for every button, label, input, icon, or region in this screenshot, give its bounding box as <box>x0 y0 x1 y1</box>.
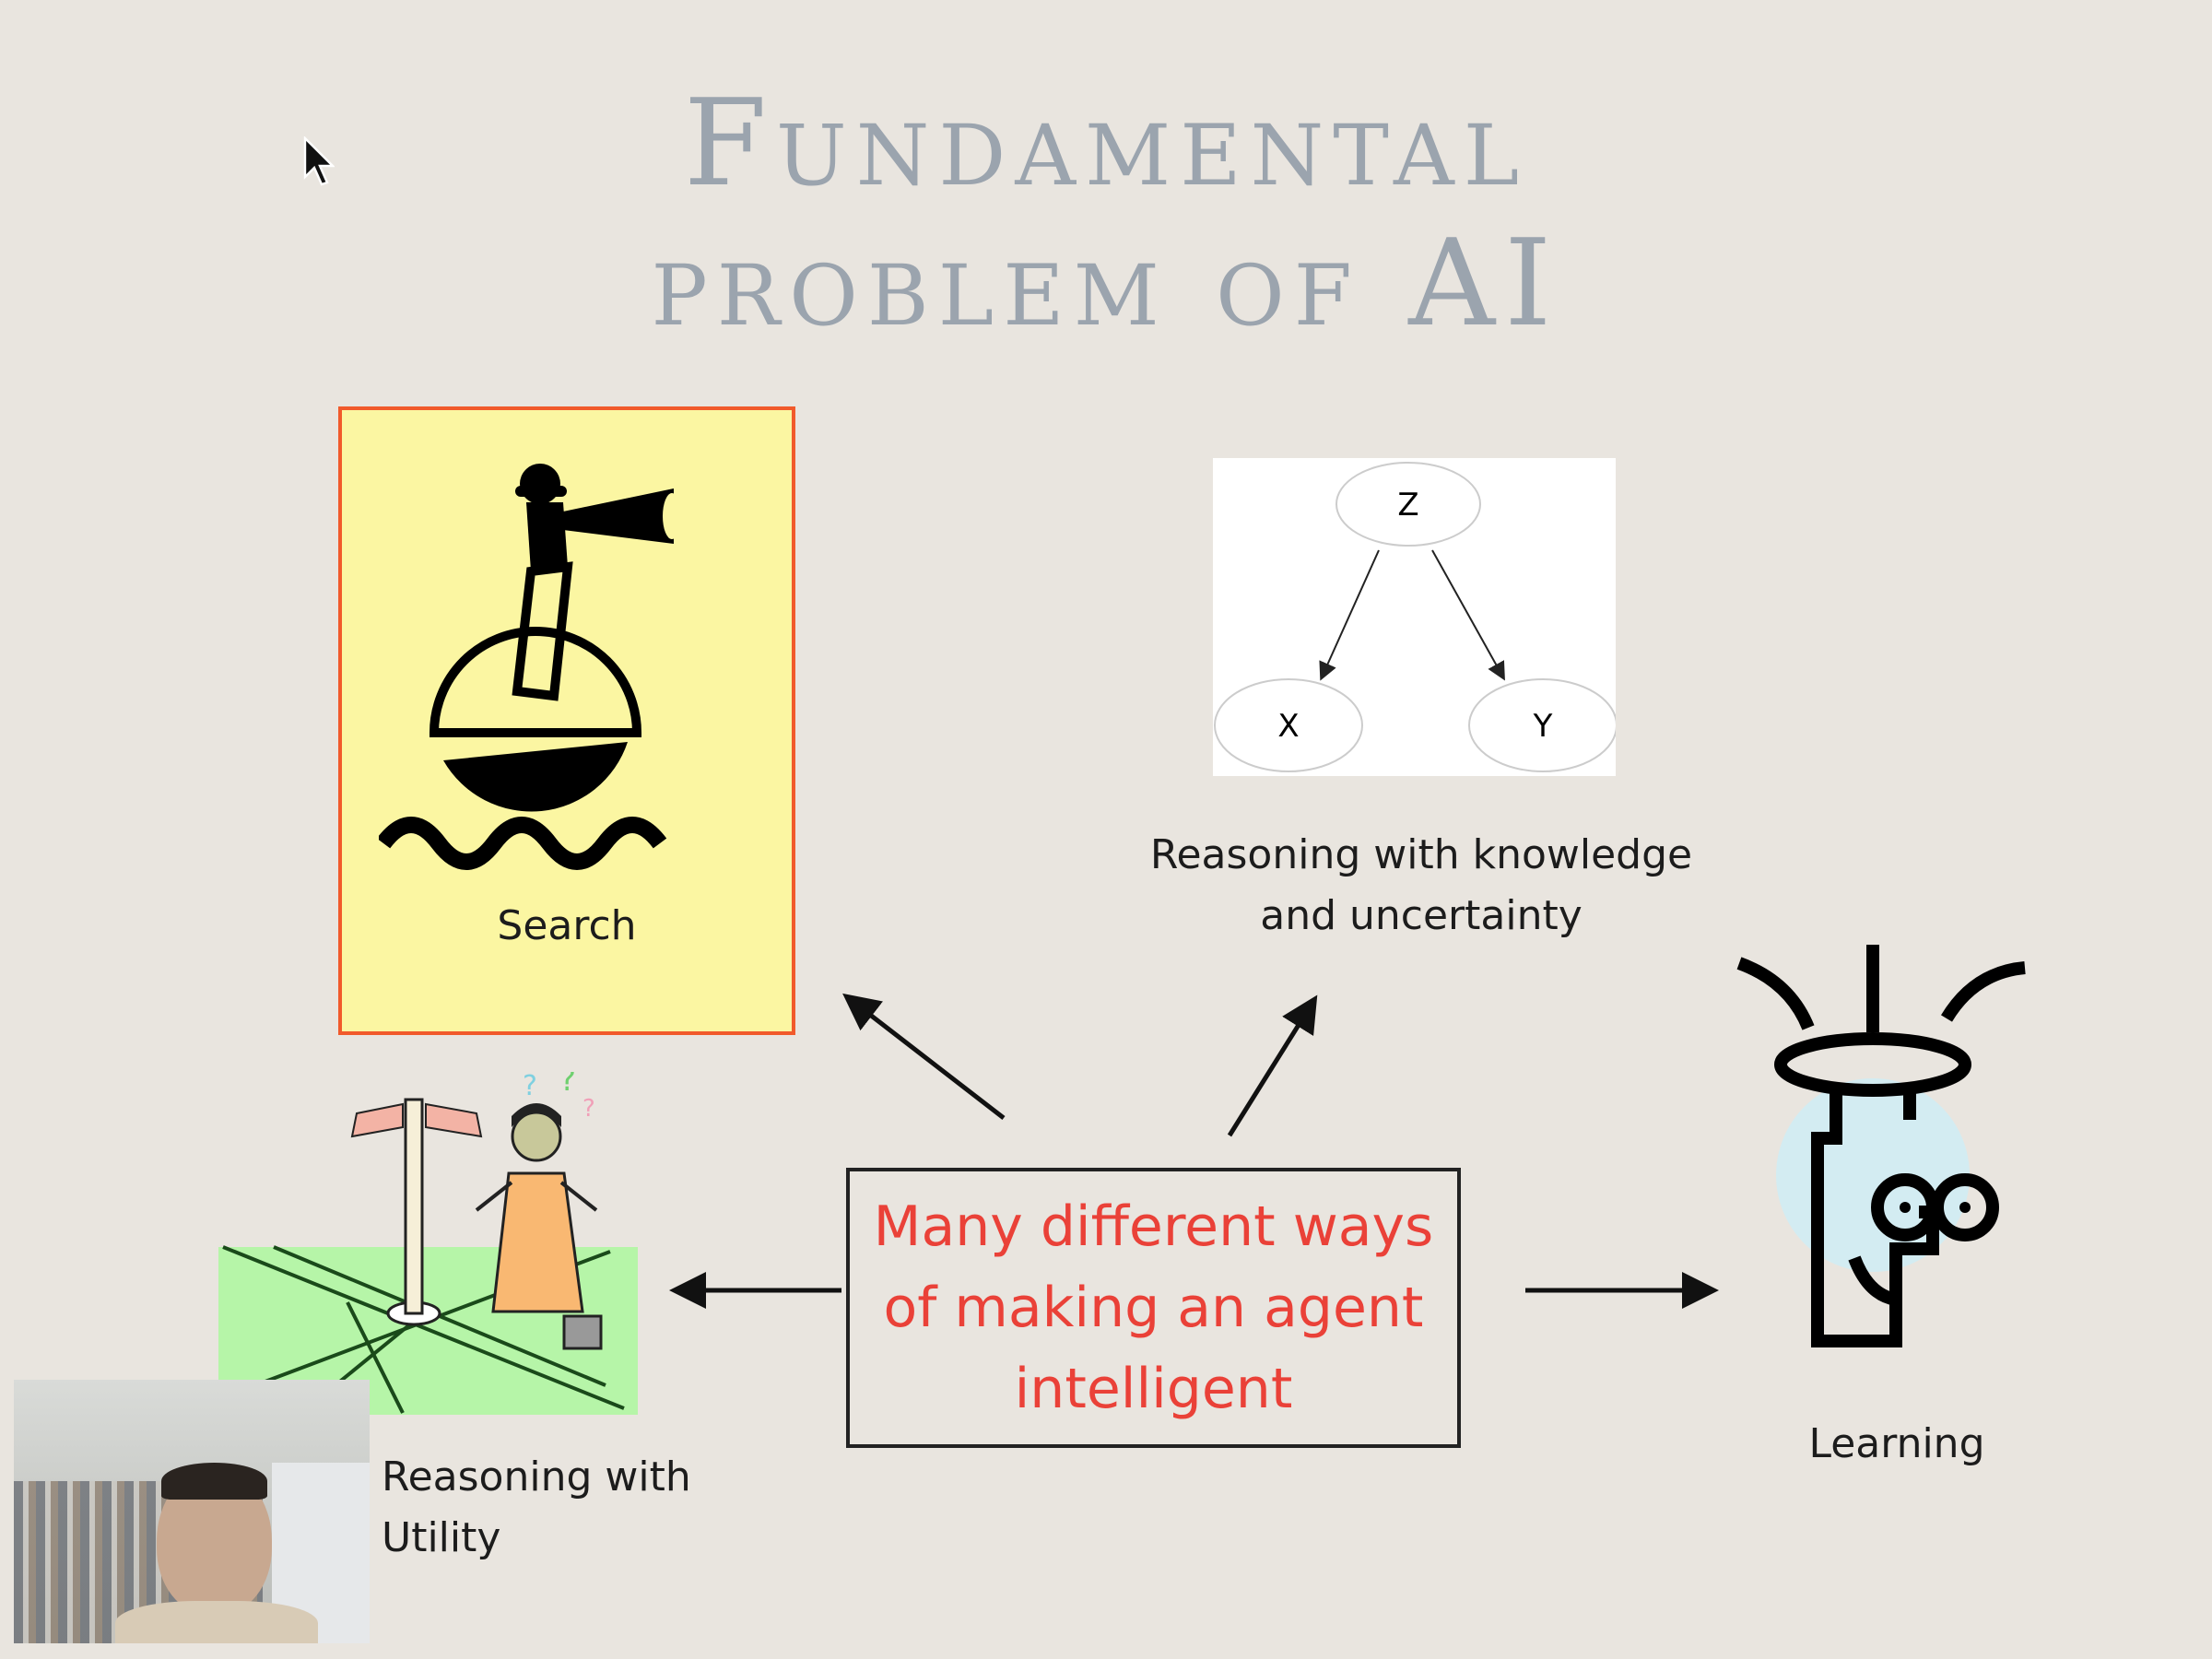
slide-title-line1: Fundamental <box>683 73 1529 213</box>
learning-label: Learning <box>1808 1420 1985 1467</box>
presenter-shirt <box>115 1601 318 1643</box>
slide-title-line2: problem of AI <box>651 213 1561 353</box>
center-text-line1: Many different ways <box>873 1194 1434 1259</box>
search-panel: Search <box>338 406 795 1035</box>
crossroads-decision-icon: ??? <box>218 1072 638 1415</box>
reasoning-knowledge-line2: and uncertainty <box>1260 892 1583 939</box>
utility-label-line1: Reasoning with <box>382 1453 691 1500</box>
svg-text:?: ? <box>582 1095 595 1123</box>
learning-head-icon <box>1736 945 2026 1347</box>
edge-z-y <box>1431 549 1505 681</box>
node-z <box>1335 462 1481 547</box>
presenter-hair <box>161 1463 267 1500</box>
bayes-network-diagram: Z X Y <box>1213 458 1618 776</box>
utility-label-line2: Utility <box>382 1514 501 1561</box>
arrow-to-reasoning-knowledge <box>1227 994 1318 1137</box>
center-text-line2: of making an agent <box>883 1276 1424 1340</box>
center-text-line3: intelligent <box>1014 1357 1293 1421</box>
presenter-webcam-video <box>14 1380 370 1643</box>
central-statement-box: Many different ways of making an agent i… <box>846 1168 1461 1448</box>
node-x-label: X <box>1277 708 1299 745</box>
svg-text:?: ? <box>523 1072 537 1102</box>
arrow-to-search <box>842 993 1006 1120</box>
svg-text:?: ? <box>559 1072 576 1099</box>
node-y-label: Y <box>1533 708 1553 745</box>
node-x <box>1214 678 1363 772</box>
mouse-cursor-icon <box>303 136 335 186</box>
lookout-on-buoy-icon <box>379 464 681 870</box>
node-z-label: Z <box>1397 487 1418 524</box>
edge-z-x <box>1319 549 1380 681</box>
search-label: Search <box>497 902 637 949</box>
reasoning-knowledge-line1: Reasoning with knowledge <box>1149 831 1693 878</box>
